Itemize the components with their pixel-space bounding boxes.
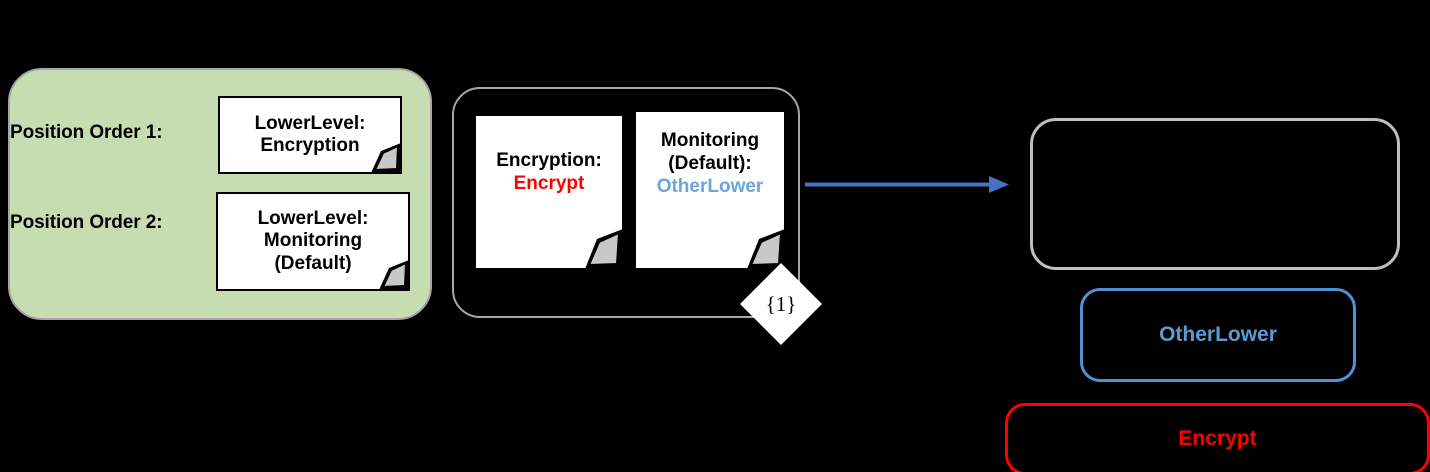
encryption-document: Encryption: Encrypt <box>474 114 624 270</box>
monitoring-document: Monitoring (Default): OtherLower <box>634 110 786 270</box>
doc-2-title-line-1: Monitoring <box>660 130 760 151</box>
note-1-line-1: LowerLevel: <box>254 112 366 134</box>
folded-corner-icon <box>585 229 623 269</box>
folded-corner-icon <box>371 143 401 173</box>
note-1-line-2: Encryption <box>260 135 360 156</box>
result-otherlower-label: OtherLower <box>1159 323 1277 346</box>
doc-1-title: Encryption: <box>496 150 602 171</box>
result-encrypt-box: Encrypt <box>1005 403 1430 472</box>
doc-2-title-line-2: (Default): <box>668 153 752 175</box>
note-2-text: LowerLevel: Monitoring (Default) <box>258 208 369 275</box>
folded-corner-icon <box>747 229 785 269</box>
position-order-1-label: Position Order 1: <box>10 122 163 143</box>
result-container-empty <box>1030 118 1400 270</box>
lowerlevel-monitoring-note: LowerLevel: Monitoring (Default) <box>216 192 410 291</box>
folded-corner-icon <box>379 260 409 290</box>
doc-1-text: Encryption: Encrypt <box>476 149 622 195</box>
result-otherlower-box: OtherLower <box>1080 288 1356 382</box>
doc-1-value: Encrypt <box>513 173 585 195</box>
multiplicity-label: {1} <box>765 291 797 316</box>
note-2-line-3: (Default) <box>274 252 352 274</box>
note-1-text: LowerLevel: Encryption <box>255 113 366 158</box>
note-2-line-2: Monitoring <box>263 230 363 252</box>
doc-2-value: OtherLower <box>656 176 764 198</box>
flow-arrow-icon <box>805 176 1009 193</box>
position-order-2-label: Position Order 2: <box>10 212 163 233</box>
result-encrypt-label: Encrypt <box>1178 427 1257 450</box>
doc-2-text: Monitoring (Default): OtherLower <box>636 129 784 199</box>
lowerlevel-encryption-note: LowerLevel: Encryption <box>218 96 402 174</box>
note-2-line-1: LowerLevel: <box>257 207 369 229</box>
